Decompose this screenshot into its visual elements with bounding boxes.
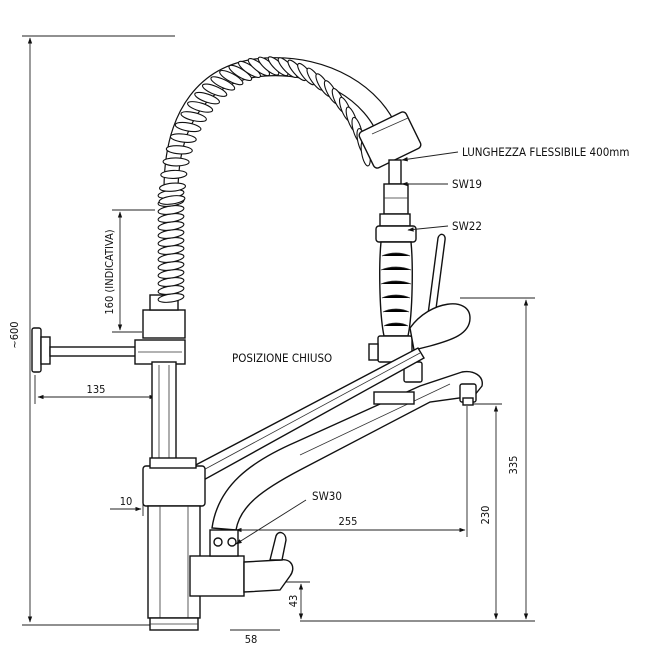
vertical-column xyxy=(142,294,186,467)
hose-coil-ring xyxy=(162,157,190,167)
callouts: LUNGHEZZA FLESSIBILE 400mm SW19 SW22 SW3… xyxy=(232,145,629,545)
dimension-overall-height: ~600 xyxy=(8,35,175,626)
mixer-body xyxy=(142,457,294,631)
base-offset-label: 10 xyxy=(120,495,133,508)
hose-coil-ring xyxy=(169,133,197,143)
dimension-handle-offset: 58 xyxy=(230,629,280,646)
hose-coil-ring xyxy=(201,83,228,97)
hose-coil-ring xyxy=(160,169,188,179)
spring-hose xyxy=(157,56,399,303)
spout-height-label: 335 xyxy=(507,456,520,475)
handle-offset-label: 58 xyxy=(245,633,258,646)
outlet-height-label: 230 xyxy=(479,506,492,525)
hose-coil-ring xyxy=(180,111,207,123)
wall-bracket xyxy=(31,327,186,373)
hose-coil-ring xyxy=(219,69,244,86)
hose-coil-ring xyxy=(194,91,220,105)
overall-height-label: ~600 xyxy=(8,321,21,348)
hose-length-label: LUNGHEZZA FLESSIBILE 400mm xyxy=(462,145,629,159)
spout-reach-label: 255 xyxy=(339,515,358,528)
sw22-label: SW22 xyxy=(452,219,482,233)
dimension-hose-height: 160 (INDICATIVA) xyxy=(103,209,155,333)
spout xyxy=(211,370,483,531)
hose-coil-ring xyxy=(158,195,186,205)
hose-coil-ring xyxy=(174,121,202,133)
hose-coil-ring xyxy=(187,101,214,113)
hose-coil-ring xyxy=(165,145,193,155)
wall-offset-label: 135 xyxy=(87,383,106,396)
lever-assembly xyxy=(188,233,471,483)
hose-height-label: 160 (INDICATIVA) xyxy=(103,229,116,314)
dimension-wall-offset: 135 xyxy=(34,375,156,404)
dimension-outlet-height: 230 xyxy=(468,403,502,620)
spray-head xyxy=(358,111,423,383)
hose-coil-ring xyxy=(210,76,236,91)
sw19-label: SW19 xyxy=(452,177,482,191)
sw30-label: SW30 xyxy=(312,489,342,503)
dimension-spout-reach: 255 xyxy=(233,406,468,537)
position-label: POSIZIONE CHIUSO xyxy=(232,351,332,365)
dimension-spout-height: 335 xyxy=(300,297,535,622)
spray-grip-ribs xyxy=(380,252,412,327)
hose-coil-ring xyxy=(158,182,187,192)
handle-height-label: 43 xyxy=(287,595,300,608)
